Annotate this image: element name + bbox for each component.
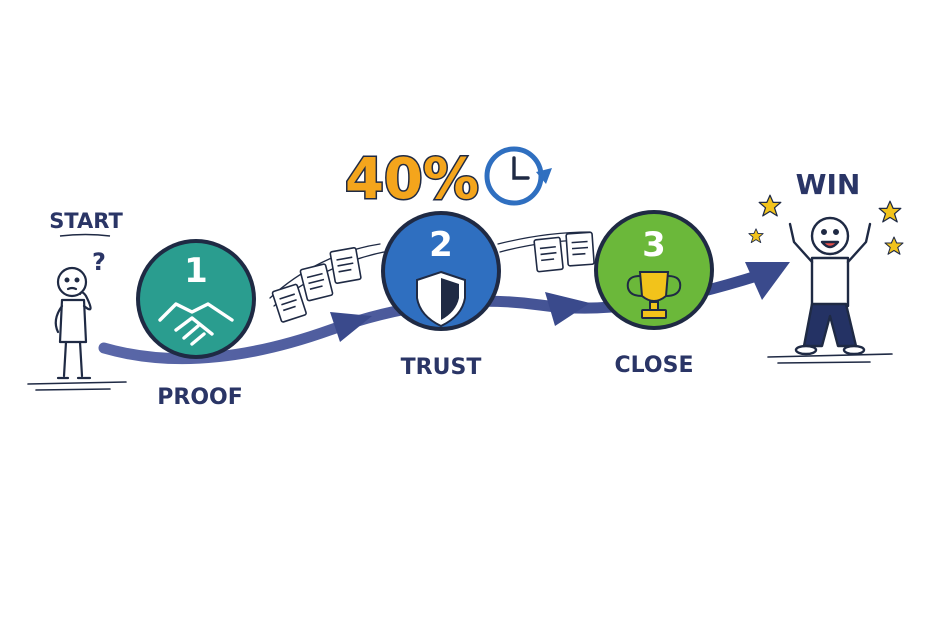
- step-3: 3: [594, 210, 714, 330]
- star-icon: [878, 200, 902, 223]
- star-icons: [748, 194, 904, 255]
- document-icon: [329, 247, 362, 284]
- trophy-icon: [626, 271, 682, 319]
- document-icon: [299, 263, 334, 302]
- step-1-label: PROOF: [157, 385, 243, 410]
- arrow-head-main: [745, 262, 790, 300]
- step-1-number: 1: [184, 251, 208, 291]
- ground-lines: [27, 353, 893, 391]
- win-figure: [788, 216, 872, 356]
- document-icon: [533, 236, 564, 273]
- step-2-number: 2: [429, 225, 453, 265]
- start-underline: [59, 233, 111, 237]
- step-2: 2: [381, 211, 501, 331]
- document-icons: [271, 231, 595, 323]
- metric-value: 40%: [345, 147, 479, 212]
- arrow-head-mid2: [545, 292, 590, 326]
- document-icon: [271, 283, 307, 323]
- clock-refresh-icon: [484, 146, 552, 206]
- star-icon: [884, 236, 904, 255]
- start-label: START: [49, 209, 123, 233]
- step-2-label: TRUST: [401, 355, 482, 380]
- shield-icon: [416, 270, 466, 328]
- step-1: 1: [136, 239, 256, 359]
- question-mark: ?: [92, 248, 106, 276]
- handshake-icon: [158, 302, 234, 346]
- arrow-head-mid1: [330, 312, 372, 342]
- win-label: WIN: [796, 168, 861, 201]
- star-icon: [748, 228, 764, 244]
- star-icon: [758, 194, 782, 217]
- document-icon: [565, 231, 595, 267]
- start-figure: [54, 266, 92, 380]
- step-3-badge: [598, 214, 710, 326]
- step-3-label: CLOSE: [615, 353, 694, 378]
- step-1-badge: [140, 243, 252, 355]
- step-3-number: 3: [642, 225, 666, 265]
